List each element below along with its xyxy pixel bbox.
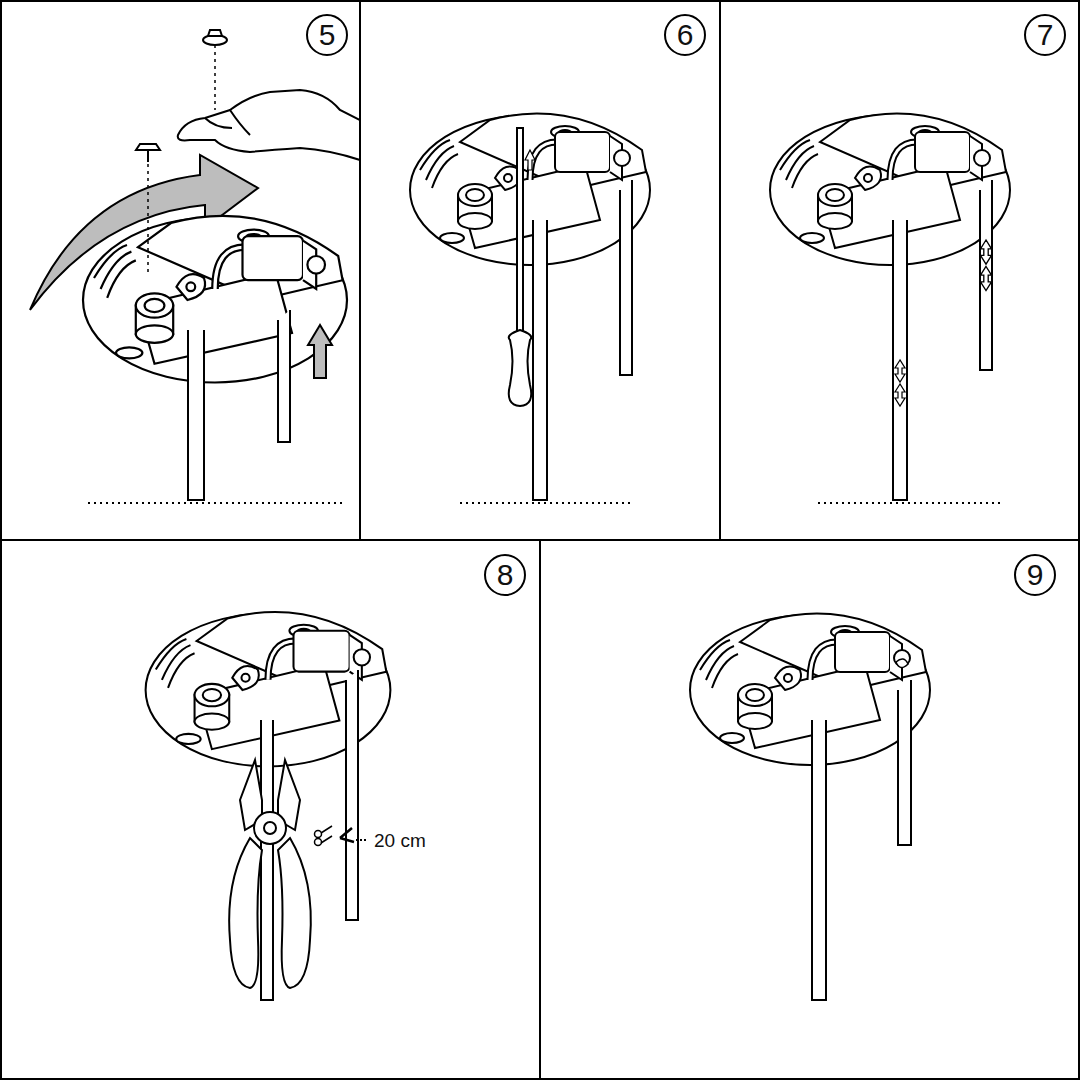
panel-9-art <box>690 613 930 1000</box>
step-number: 9 <box>1027 560 1044 590</box>
panel-6-art <box>410 113 650 503</box>
panel-8-art <box>146 612 391 1000</box>
panel-5-art <box>30 30 360 503</box>
step-number: 5 <box>319 20 336 50</box>
panel-7-art <box>770 113 1010 503</box>
dimension-label: 20 cm <box>372 830 428 851</box>
step-number: 6 <box>677 20 694 50</box>
step-number: 7 <box>1037 20 1054 50</box>
number-circles <box>307 15 1065 595</box>
step-number: 8 <box>497 560 514 590</box>
